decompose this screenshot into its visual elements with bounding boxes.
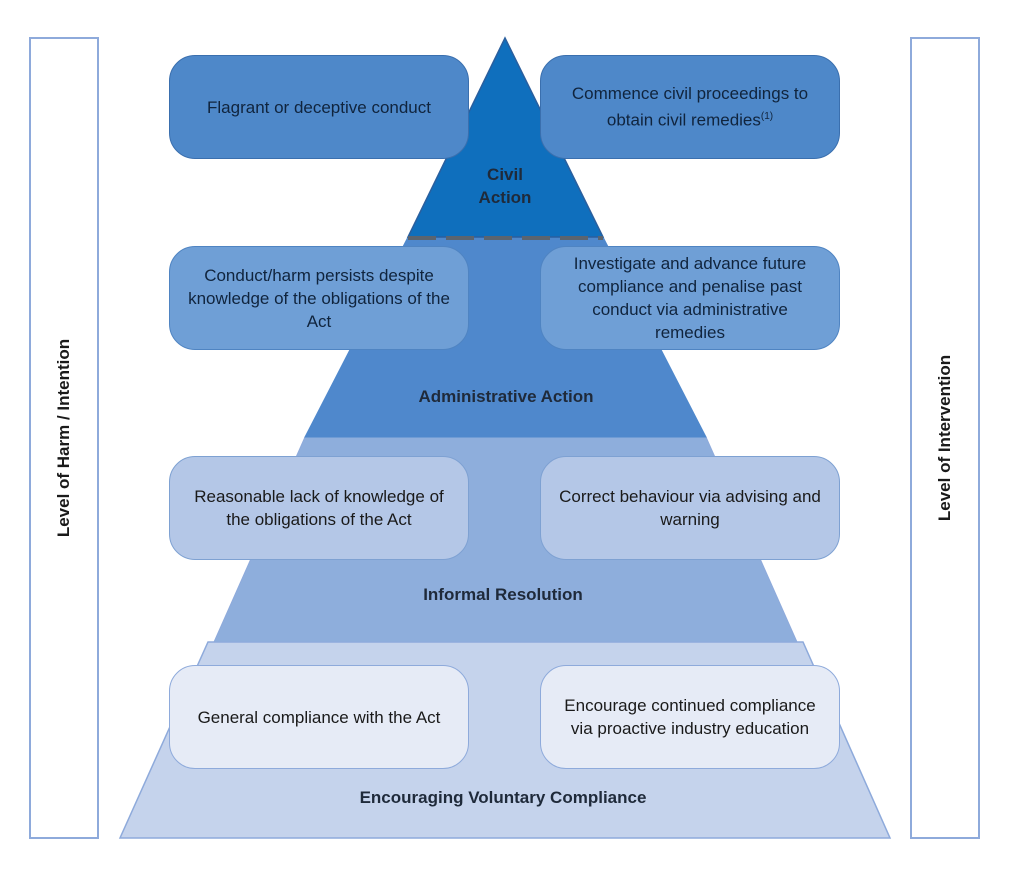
civil-footnote-marker: (1) [760, 111, 774, 123]
civil-intervention-card: Commence civil proceedings to obtain civ… [540, 55, 840, 159]
tier-label-administrative: Administrative Action [418, 387, 594, 406]
tier-label-voluntary: Encouraging Voluntary Compliance [359, 788, 647, 807]
voluntary-intervention-card: Encourage continued compliance via proac… [540, 665, 840, 769]
intervention-axis: Level of Intervention [910, 37, 980, 839]
administrative-harm-text: Conduct/harm persists despite knowledge … [188, 265, 450, 331]
harm-intention-axis: Level of Harm / Intention [29, 37, 99, 839]
voluntary-harm-card: General compliance with the Act [169, 665, 469, 769]
civil-intervention-text-wrap: Commence civil proceedings to obtain civ… [559, 82, 821, 132]
voluntary-intervention-text: Encourage continued compliance via proac… [564, 696, 816, 738]
informal-intervention-text: Correct behaviour via advising and warni… [559, 487, 821, 529]
voluntary-harm-text: General compliance with the Act [197, 707, 441, 727]
civil-intervention-text: Commence civil proceedings to obtain civ… [571, 84, 809, 130]
administrative-intervention-card: Investigate and advance future complianc… [540, 246, 840, 350]
administrative-harm-card: Conduct/harm persists despite knowledge … [169, 246, 469, 350]
administrative-intervention-text: Investigate and advance future complianc… [573, 254, 807, 342]
tier-label-informal: Informal Resolution [423, 585, 583, 604]
informal-intervention-card: Correct behaviour via advising and warni… [540, 456, 840, 560]
informal-harm-text: Reasonable lack of knowledge of the obli… [194, 487, 444, 529]
civil-harm-text: Flagrant or deceptive conduct [207, 97, 431, 117]
tier-label-civil: Civil Action [478, 165, 532, 207]
civil-harm-card: Flagrant or deceptive conduct [169, 55, 469, 159]
informal-harm-card: Reasonable lack of knowledge of the obli… [169, 456, 469, 560]
